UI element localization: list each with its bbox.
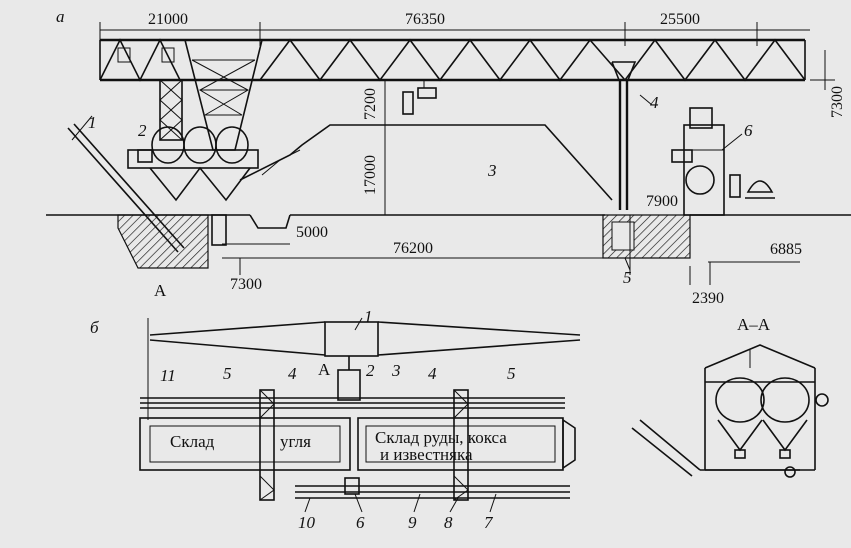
foundation-opening [611, 221, 635, 251]
left-pit [117, 214, 209, 269]
dim-76350: 76350 [405, 11, 445, 28]
dim-7300-right-lines [810, 50, 835, 90]
view-a-label: а [56, 7, 65, 26]
plan-columns [259, 356, 469, 501]
dim-7300-right: 7300 [829, 86, 846, 118]
part-label-a-5: 5 [623, 268, 632, 287]
coal-store [139, 417, 351, 471]
dim-17000: 17000 [362, 155, 379, 195]
vertical-dimensions [378, 80, 392, 215]
part-label-b-5-left: 5 [223, 364, 232, 383]
part-label-b-4-right: 4 [428, 364, 437, 383]
dim-21000: 21000 [148, 11, 188, 28]
dim-7300-bottom: 7300 [230, 276, 262, 293]
part-label-b-8: 8 [444, 513, 453, 532]
dim-7900: 7900 [646, 193, 678, 210]
part-label-b-11: 11 [160, 366, 176, 385]
part-label-a-6: 6 [744, 121, 753, 140]
coal-store-label-2: угля [280, 432, 311, 451]
leader-lines-a [624, 94, 743, 271]
part-label-b-2: 2 [366, 361, 375, 380]
part-label-b-1: 1 [364, 307, 373, 326]
section-mark-bottom: А [318, 360, 331, 379]
bridge-plan [147, 318, 581, 420]
part-label-b-10: 10 [298, 513, 316, 532]
pit-wall [211, 214, 227, 246]
hoppers [127, 126, 259, 202]
section-aa-title: А–А [737, 315, 771, 334]
ore-store-label-1: Склад руды, кокса [375, 428, 507, 447]
part-label-b-7: 7 [484, 513, 494, 532]
coal-store-label-1: Склад [170, 432, 215, 451]
part-label-b-5-right: 5 [507, 364, 516, 383]
part-label-b-9: 9 [408, 513, 417, 532]
section-mark-top: А [154, 281, 167, 300]
leader-lines-b [304, 317, 497, 513]
dim-2390: 2390 [692, 290, 724, 307]
view-b-label: б [90, 318, 99, 337]
stockpile-slope [261, 149, 301, 176]
trolley [402, 80, 437, 115]
dim-6885: 6885 [770, 241, 802, 258]
car-dumper [671, 107, 741, 216]
dim-5000: 5000 [296, 224, 328, 241]
left-tower [159, 39, 264, 151]
part-label-a-3: 3 [487, 161, 497, 180]
part-label-a-2: 2 [138, 121, 147, 140]
dim-25500: 25500 [660, 11, 700, 28]
part-label-a-1: 1 [88, 113, 97, 132]
ore-store [357, 417, 576, 471]
rail-car [745, 180, 775, 199]
part-label-a-4: 4 [650, 93, 659, 112]
top-dimension-line [99, 22, 810, 46]
stockpile-outline [239, 124, 613, 201]
section-aa-drawing [631, 344, 829, 478]
part-label-b-6: 6 [356, 513, 365, 532]
dim-7200: 7200 [362, 88, 379, 120]
right-leg [611, 61, 637, 210]
bottom-dimension-lines [222, 215, 800, 285]
part-label-b-4-left: 4 [288, 364, 297, 383]
rails-plan [140, 397, 570, 499]
ore-store-label-2: и известняка [380, 445, 473, 464]
part-label-b-3: 3 [391, 361, 401, 380]
dim-76200: 76200 [393, 240, 433, 257]
